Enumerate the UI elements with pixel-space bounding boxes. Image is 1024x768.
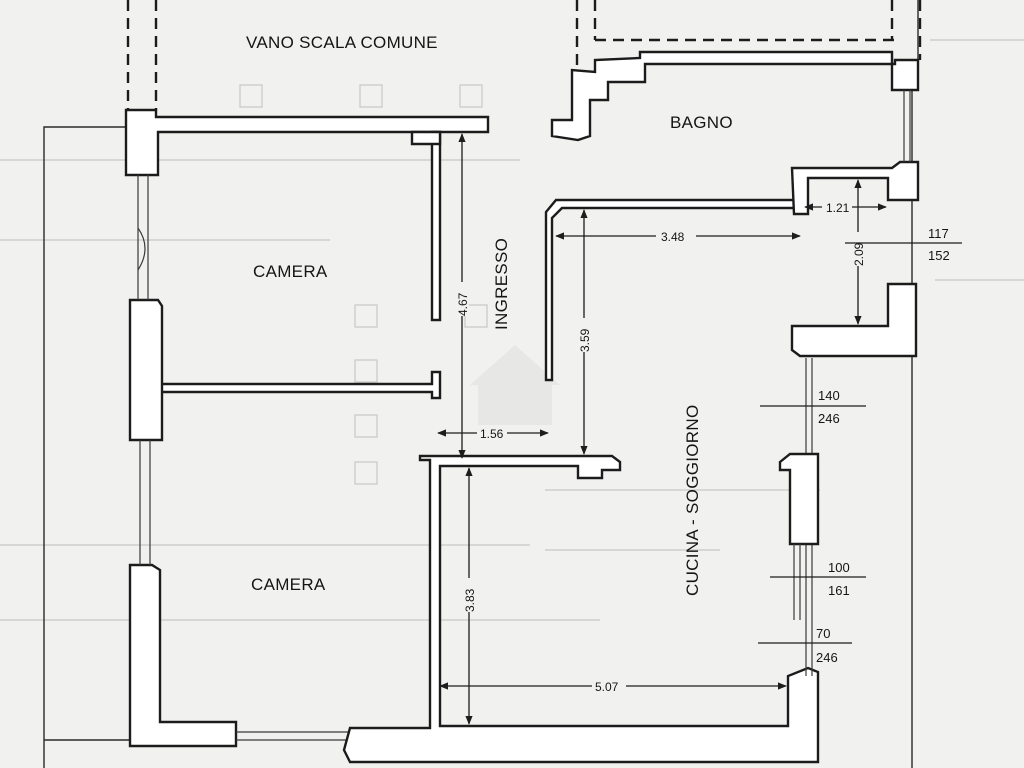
opening-upper-numerator: 140: [818, 388, 840, 403]
opening-middle-numerator: 100: [828, 560, 850, 575]
dim-kitchen-top-width: 3.48: [661, 230, 685, 244]
wall-bathroom-bottom: [790, 90, 920, 358]
room-label-bedroom-bottom: CAMERA: [251, 575, 326, 594]
opening-window-middle: 100 161: [770, 560, 866, 598]
opening-window-upper: 140 246: [760, 388, 866, 426]
dim-entrance-width: 1.56: [480, 427, 504, 441]
wall-bottom-exterior: [236, 454, 820, 764]
opening-upper-denominator: 246: [818, 411, 840, 426]
dim-living-width: 5.07: [595, 680, 619, 694]
dim-kitchen-left-height: 3.59: [578, 328, 592, 352]
wall-top-left: [124, 108, 490, 177]
wall-camera-partition: [158, 370, 442, 400]
opening-middle-denominator: 161: [828, 583, 850, 598]
dim-bath-depth: 2.09: [852, 242, 866, 266]
opening-lower-denominator: 246: [816, 650, 838, 665]
room-label-bath: BAGNO: [670, 113, 733, 132]
watermark-house-icon: [470, 345, 560, 425]
dim-entrance-length: 4.67: [456, 292, 470, 316]
wall-camera-ingresso: [410, 130, 442, 322]
room-label-bedroom-top: CAMERA: [253, 262, 328, 281]
stair-walls: [126, 0, 922, 110]
room-label-kitchen-living: CUCINA - SOGGIORNO: [683, 405, 702, 596]
wall-bathroom: [550, 50, 920, 142]
room-label-entrance: INGRESSO: [492, 238, 511, 330]
opening-bath-numerator: 117: [928, 226, 949, 241]
dim-bedroom-bottom-height: 3.83: [463, 588, 477, 612]
background-ghost-marks: [0, 39, 1024, 621]
opening-bath-denominator: 152: [928, 248, 950, 263]
wall-left-exterior: [128, 175, 238, 748]
opening-window-lower: 70 246: [758, 626, 852, 665]
opening-bath-window: 117 152: [845, 226, 962, 263]
wall-right-exterior: [778, 358, 820, 676]
dim-bath-width: 1.21: [826, 201, 850, 215]
opening-lower-numerator: 70: [816, 626, 830, 641]
room-label-stair: VANO SCALA COMUNE: [246, 33, 438, 52]
